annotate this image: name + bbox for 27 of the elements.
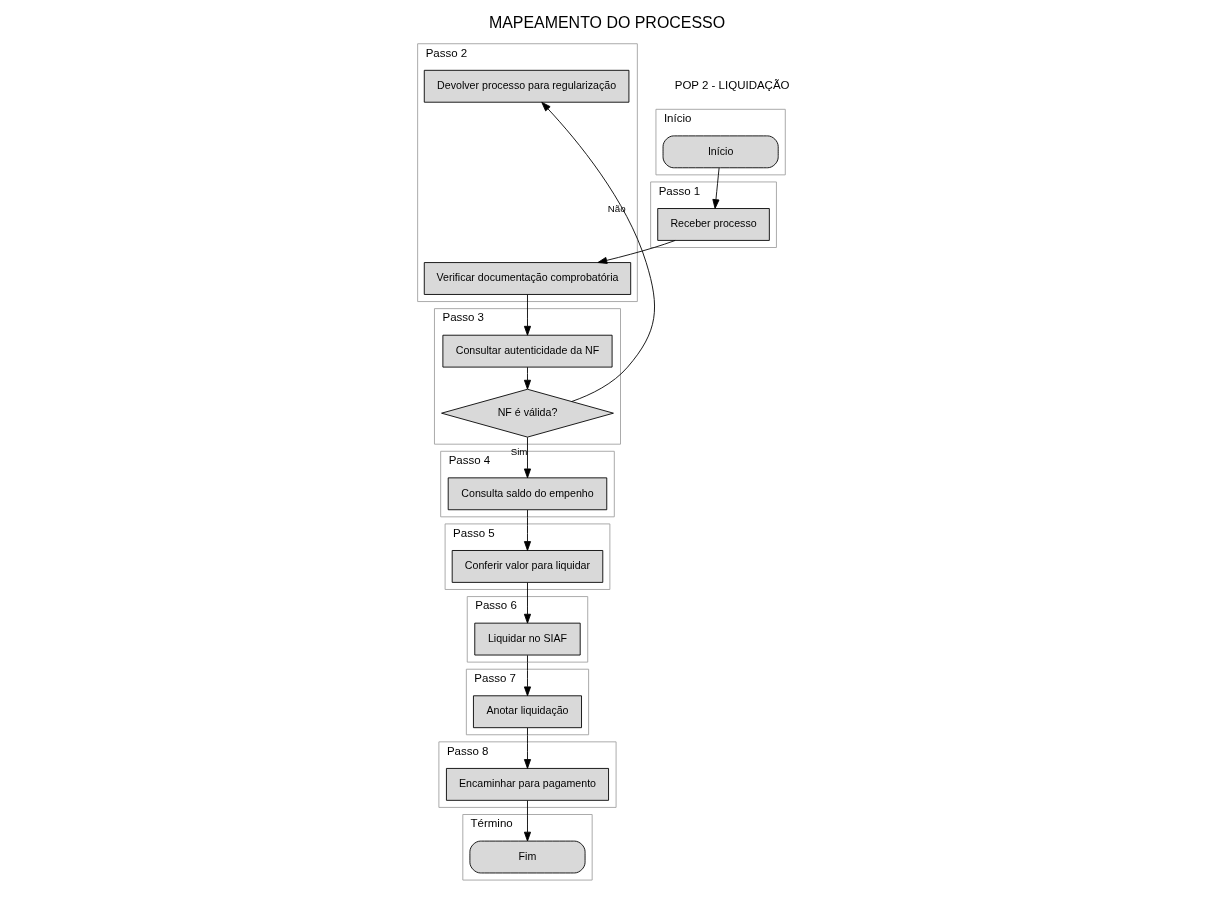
arrow [712,167,720,209]
arrow [597,240,676,264]
arrow [523,727,532,769]
node-box: Devolver processo para regularização [423,69,630,103]
arrow [523,294,532,336]
node-box: Anotar liquidação [473,695,582,729]
node-box: Consultar autenticidade da NF [442,334,613,368]
arrow [523,366,532,390]
node-box: Fim [469,840,586,874]
edge-label: Não [607,203,626,215]
node-box: Liquidar no SIAF [474,622,581,656]
edge-label: Sim [510,445,528,457]
arrow [523,800,532,842]
arrow [523,582,532,624]
node-box: Encaminhar para pagamento [445,768,609,801]
node-box: Consulta saldo do empenho [447,477,608,511]
arrow [541,101,655,402]
node-box: Conferir valor para liquidar [451,550,604,583]
node-box: Início [662,135,779,169]
diagram-title: MAPEAMENTO DO PROCESSO [488,14,726,32]
arrow [523,436,532,479]
node-box: Receber processo [657,208,770,241]
node-box: Verificar documentação comprobatória [423,262,632,295]
node-diamond: NF é válida? [441,388,614,438]
label: POP 2 - LIQUIDAÇÃO [674,79,790,92]
arrow [523,654,532,697]
arrow [523,509,532,551]
